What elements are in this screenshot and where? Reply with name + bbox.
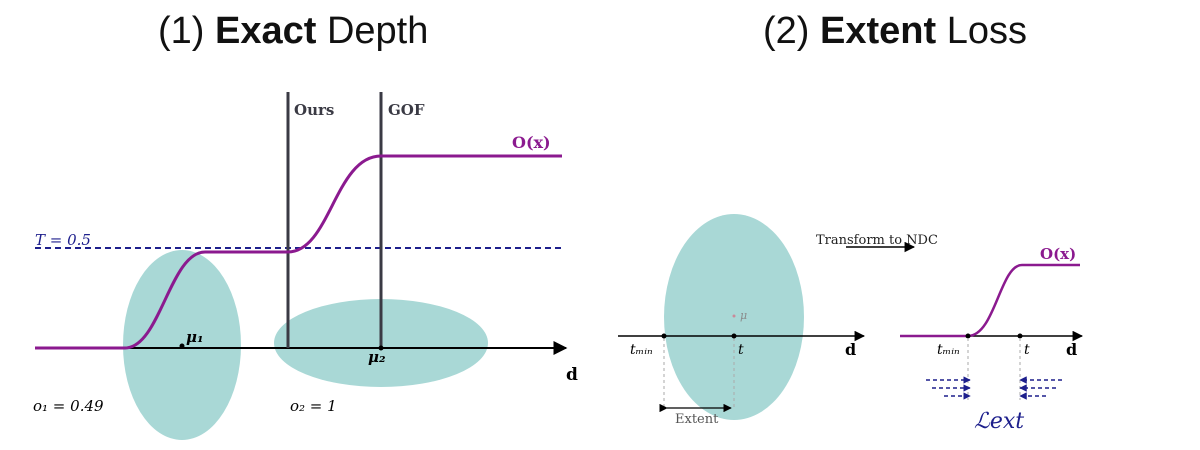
ndc-t-label: t xyxy=(1024,342,1030,358)
mu2-label: μ₂ xyxy=(368,348,386,366)
right-push-arrows xyxy=(1019,376,1062,400)
extent-loss-label: ℒext xyxy=(974,409,1024,434)
o2-label: o₂ = 1 xyxy=(290,397,337,415)
mu-point xyxy=(732,314,736,318)
left-title-prefix: (1) xyxy=(158,10,215,52)
left-title-rest: Depth xyxy=(316,10,429,52)
right-title-bold: Extent xyxy=(820,10,937,52)
ndc-curve-label: O(x) xyxy=(1040,245,1076,263)
mu-label: μ xyxy=(740,309,747,322)
t-label: t xyxy=(738,342,744,358)
panel-ndc-loss: d O(x) tₘᵢₙ t ℒext xyxy=(900,245,1084,434)
ndc-axis-label: d xyxy=(1066,340,1077,359)
opacity-curve-label: O(x) xyxy=(512,133,551,152)
mu1-label: μ₁ xyxy=(186,328,204,346)
right-title-rest: Loss xyxy=(936,10,1027,52)
threshold-label: T = 0.5 xyxy=(35,231,91,249)
ndc-opacity-curve xyxy=(900,263,1080,338)
o1-label: o₁ = 0.49 xyxy=(33,397,104,415)
panel-extent: d tₘᵢₙ t μ Extent Transform to NDC xyxy=(618,214,938,427)
panel-exact-depth: T = 0.5 d Ours GOF O(x) μ₁ μ₂ o₁ = 0.49 … xyxy=(33,92,578,440)
left-title: (1) Exact Depth xyxy=(158,10,428,53)
ndc-tmin-point xyxy=(965,333,971,339)
mu1-point xyxy=(179,343,185,349)
ray-axis-label: d xyxy=(845,340,856,359)
tmin-point xyxy=(661,333,667,339)
depth-axis-label: d xyxy=(566,365,578,385)
mu2-point xyxy=(378,345,384,351)
transform-label: Transform to NDC xyxy=(816,233,938,248)
ndc-t-point xyxy=(1017,333,1023,339)
t-point xyxy=(731,333,737,339)
right-title-prefix: (2) xyxy=(763,10,820,52)
left-push-arrows xyxy=(926,376,971,400)
opacity-curve xyxy=(35,154,562,350)
right-title: (2) Extent Loss xyxy=(763,10,1027,53)
ndc-tmin-label: tₘᵢₙ xyxy=(937,342,960,358)
ours-label: Ours xyxy=(294,101,334,119)
tmin-label: tₘᵢₙ xyxy=(630,342,653,358)
left-title-bold: Exact xyxy=(215,10,317,52)
gof-label: GOF xyxy=(388,101,425,119)
extent-label: Extent xyxy=(675,412,719,427)
